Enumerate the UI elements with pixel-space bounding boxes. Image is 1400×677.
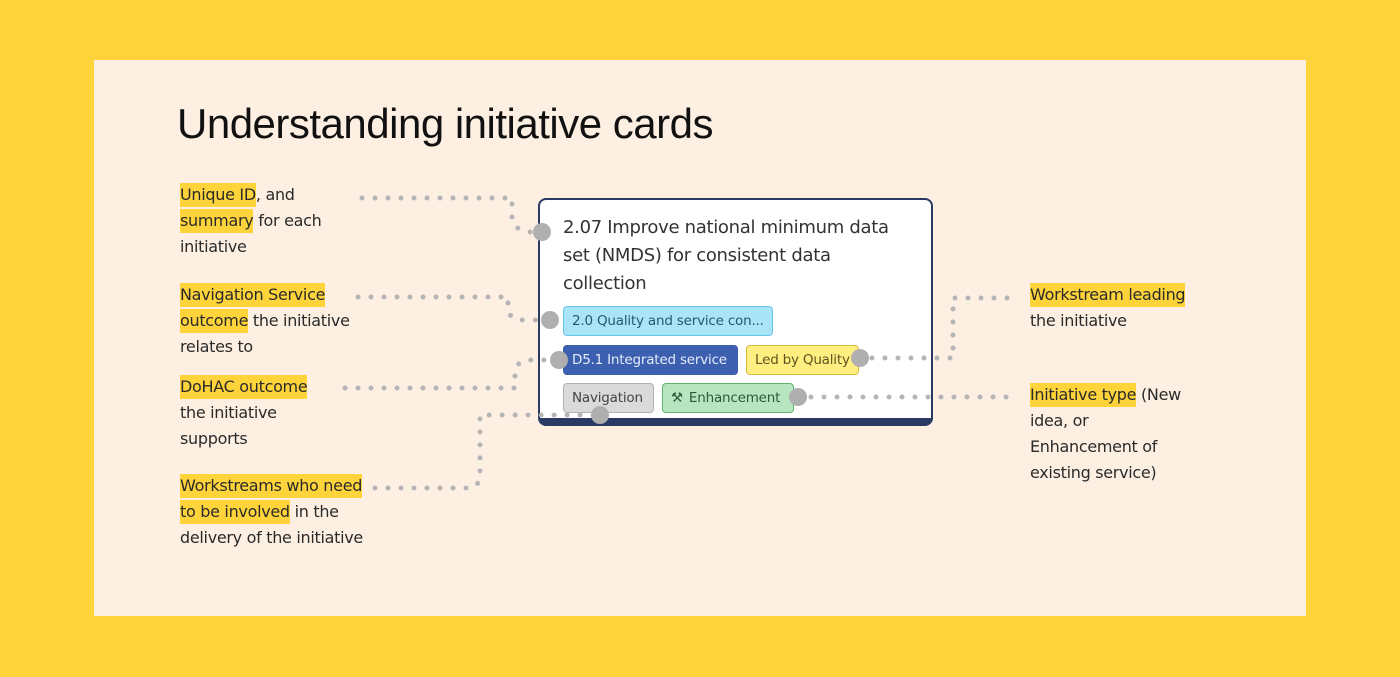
tag-dohac-outcome[interactable]: D5.1 Integrated service — [563, 345, 738, 375]
highlight-initiative-type: Initiative type — [1030, 383, 1137, 407]
tag-nav-service-outcome[interactable]: 2.0 Quality and service con... — [563, 306, 773, 336]
tools-icon: ⚒ — [671, 390, 683, 406]
tag-lead-workstream[interactable]: Led by Quality — [746, 345, 859, 375]
highlight-workstream-leading: Workstream leading — [1030, 283, 1186, 307]
card-title: 2.07 Improve national minimum data set (… — [563, 217, 889, 294]
annotation-workstreams: Workstreams who need to be involved in t… — [180, 473, 365, 551]
page-title: Understanding initiative cards — [177, 100, 713, 147]
highlight-unique-id: Unique ID — [180, 183, 256, 207]
annotation-text: (New idea, or Enhancement of existing se… — [1030, 385, 1181, 482]
annotation-text: in the delivery of the initiative — [180, 502, 363, 547]
annotation-initiative-type: Initiative type (New idea, or Enhancemen… — [1030, 382, 1190, 486]
annotation-text: , and — [255, 185, 295, 204]
highlight-summary: summary — [180, 209, 254, 233]
highlight-dohac-outcome: DoHAC outcome — [180, 375, 308, 399]
tag-involved-workstream[interactable]: Navigation — [563, 383, 654, 413]
annotation-dohac-outcome: DoHAC outcome the initiative supports — [180, 374, 330, 452]
initiative-card[interactable]: 2.07 Improve national minimum data set (… — [538, 198, 933, 426]
annotation-text: the initiative relates to — [180, 311, 350, 356]
annotation-workstream-leading: Workstream leading the initiative — [1030, 282, 1215, 334]
tag-initiative-type[interactable]: ⚒ Enhancement — [662, 383, 794, 413]
tag-label: Enhancement — [688, 390, 781, 406]
annotation-text: the initiative supports — [180, 403, 277, 448]
annotation-text: for each initiative — [180, 211, 322, 256]
annotation-text: the initiative — [1030, 311, 1127, 330]
annotation-nav-outcome: Navigation Service outcome the initiativ… — [180, 282, 355, 360]
